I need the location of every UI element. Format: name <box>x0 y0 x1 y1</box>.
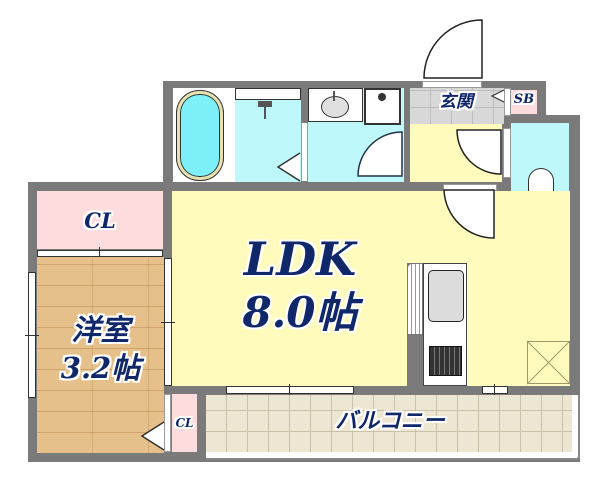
entrance-floor <box>410 88 504 124</box>
bath-counter <box>235 88 301 100</box>
entrance-inner-door-icon <box>456 129 502 175</box>
faucet-icon <box>333 91 335 101</box>
gas-stove-icon <box>429 346 462 376</box>
drain-icon <box>378 93 386 101</box>
balcony-label: バルコニー <box>335 408 445 434</box>
ldk-window-small <box>482 386 508 394</box>
closet-small-label: CL <box>175 416 194 430</box>
shower-icon <box>258 101 272 107</box>
ldk-size-label: 8.0帖 <box>215 292 385 334</box>
ldk-label: LDK <box>215 236 385 282</box>
balcony-railing-side <box>572 395 580 455</box>
closet-large-door <box>37 250 163 257</box>
washroom-door-icon <box>357 131 403 177</box>
door-frame-bath <box>301 123 308 181</box>
ldk-window-large <box>226 386 354 394</box>
closet-large-label: CL <box>84 208 116 233</box>
balcony-railing <box>206 452 580 460</box>
shoe-box-door <box>504 88 511 116</box>
front-door-icon <box>423 19 483 79</box>
small-closet-door <box>164 394 171 452</box>
shoe-box-label: SB <box>513 92 535 107</box>
closet-small <box>172 394 197 452</box>
ldk-window-large-divider <box>289 384 290 396</box>
wall-right <box>570 115 580 400</box>
refrigerator-space-icon <box>526 340 571 385</box>
ldk-size: 8.0帖 <box>242 288 358 337</box>
kitchen-partition-top <box>407 263 423 335</box>
kitchen-sink-icon <box>428 270 464 322</box>
front-door-opening <box>422 81 482 88</box>
shoe-box-door-icon <box>490 89 505 103</box>
shoe-box <box>511 90 537 114</box>
balcony-floor <box>206 395 572 452</box>
ldk-door-icon <box>443 189 495 239</box>
western-room-floor <box>37 257 164 453</box>
ldk-entry-floor <box>500 218 570 238</box>
toilet-door-frame <box>503 128 511 178</box>
closet-large <box>37 191 163 249</box>
shower-hose <box>264 107 266 119</box>
closet-door-divider <box>99 247 100 259</box>
ldk-name: LDK <box>243 232 357 286</box>
western-room-name: 洋室 <box>71 313 130 347</box>
western-window-divider <box>25 335 39 336</box>
entrance-label: 玄関 <box>439 92 473 112</box>
sliding-door-divider <box>161 322 175 323</box>
washbasin-icon <box>321 96 349 118</box>
small-closet-door-icon <box>140 421 165 451</box>
ldk-window-small-divider <box>494 384 495 396</box>
bathtub-icon <box>177 91 223 180</box>
western-room-size: 3.2帖 <box>60 351 141 385</box>
bathroom-door-icon <box>276 152 301 182</box>
